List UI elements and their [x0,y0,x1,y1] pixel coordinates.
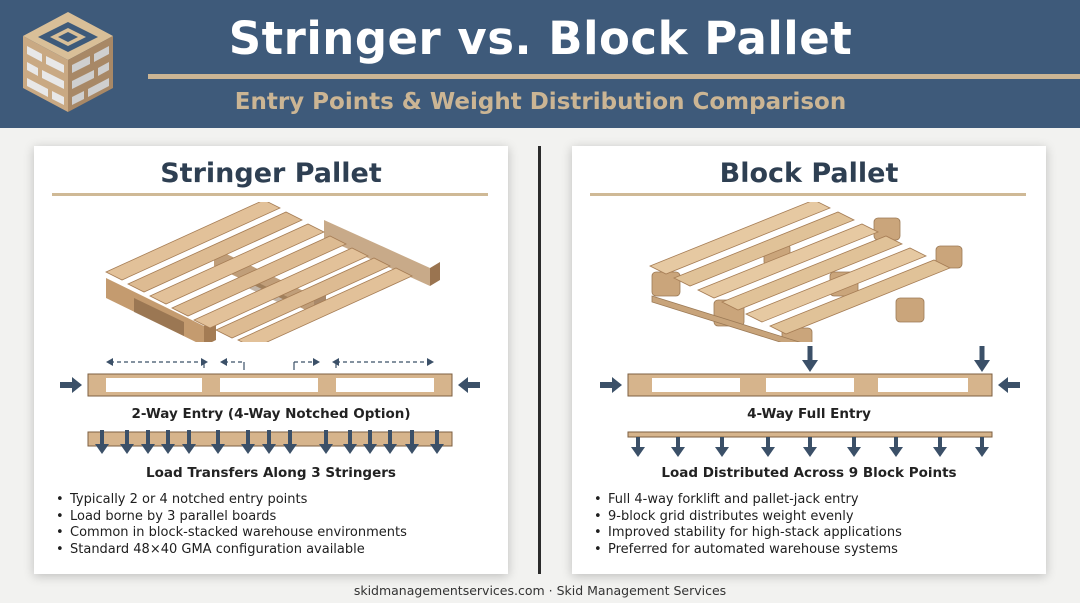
stringer-panel: Stringer Pallet [34,146,508,574]
header-banner: Stringer vs. Block Pallet Entry Points &… [0,0,1080,128]
page-subtitle: Entry Points & Weight Distribution Compa… [234,89,847,115]
stringer-entry-caption: 2-Way Entry (4-Way Notched Option) [131,406,411,422]
stringer-load-caption: Load Transfers Along 3 Stringers [146,465,396,481]
block-load-caption: Load Distributed Across 9 Block Points [661,465,957,481]
list-item: •Full 4-way forklift and pallet-jack ent… [594,492,859,507]
block-entry-diagram [600,346,1020,457]
page-title: Stringer vs. Block Pallet [228,12,853,65]
list-item: •Common in block-stacked warehouse envir… [56,525,407,540]
panel-divider [538,146,541,574]
list-item: •Preferred for automated warehouse syste… [594,541,898,557]
block-panel: Block Pallet [572,146,1046,574]
footer-credit: skidmanagementservices.com · Skid Manage… [353,583,727,598]
header-divider [148,74,1080,79]
list-item: •Typically 2 or 4 notched entry points [56,492,308,507]
list-item: •Standard 48×40 GMA configuration availa… [56,541,365,557]
list-item: •9-block grid distributes weight evenly [594,508,854,524]
stringer-entry-diagram [60,358,480,454]
block-bullet-list: •Full 4-way forklift and pallet-jack ent… [594,492,902,558]
block-title: Block Pallet [719,158,899,189]
stringer-pallet-illustration [105,202,440,342]
block-title-rule [590,193,1026,196]
list-item: •Load borne by 3 parallel boards [56,508,277,524]
stringer-title: Stringer Pallet [160,158,382,189]
block-pallet-illustration [649,202,963,342]
block-entry-caption: 4-Way Full Entry [747,406,871,422]
stringer-title-rule [52,193,488,196]
stringer-bullet-list: •Typically 2 or 4 notched entry points •… [56,492,407,558]
list-item: •Improved stability for high-stack appli… [594,525,902,540]
company-logo-icon [23,12,113,112]
